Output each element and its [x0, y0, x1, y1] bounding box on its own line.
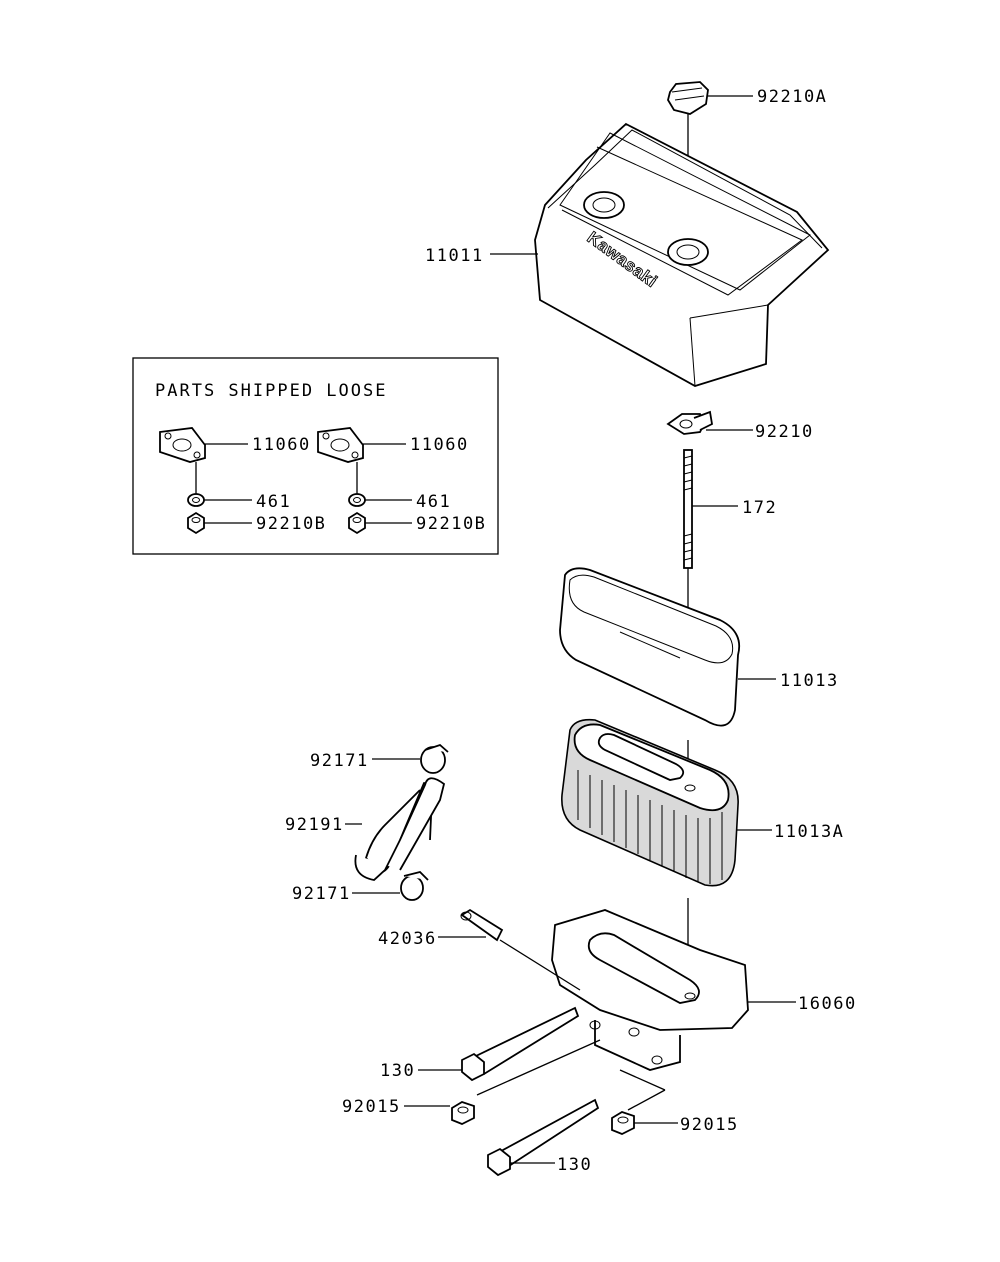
label-92171-top: 92171	[310, 751, 369, 771]
parts-shipped-loose-box: PARTS SHIPPED LOOSE 11060 461 92210B	[132, 357, 499, 555]
box-frame	[132, 357, 499, 555]
stud-172	[683, 449, 693, 569]
breather-pipe-42036	[460, 908, 504, 942]
label-11011: 11011	[425, 246, 484, 266]
label-92210B-right: 92210B	[416, 514, 486, 534]
wing-nut-92210	[666, 410, 713, 435]
washer-left	[187, 493, 205, 507]
label-11013: 11013	[780, 671, 839, 691]
label-461-right: 461	[416, 492, 451, 512]
label-92210A: 92210A	[757, 87, 827, 107]
nut-92015-left	[451, 1101, 475, 1125]
nut-right	[348, 511, 366, 535]
gasket-right	[317, 427, 364, 463]
label-11060-left: 11060	[252, 435, 311, 455]
knob-92210A	[667, 81, 709, 115]
air-cleaner-base-16060	[551, 909, 749, 1071]
pre-cleaner-11013	[559, 567, 741, 727]
label-92171-bottom: 92171	[292, 884, 351, 904]
label-92015-left: 92015	[342, 1097, 401, 1117]
label-11013A: 11013A	[774, 822, 844, 842]
label-92210B-left: 92210B	[256, 514, 326, 534]
label-16060: 16060	[798, 994, 857, 1014]
label-92015-right: 92015	[680, 1115, 739, 1135]
label-172: 172	[742, 498, 777, 518]
label-42036: 42036	[378, 929, 437, 949]
hose-92191	[354, 777, 446, 881]
label-92210: 92210	[755, 422, 814, 442]
label-92191: 92191	[285, 815, 344, 835]
clamp-92171-top	[420, 743, 449, 774]
filter-element-11013A	[561, 718, 739, 887]
box-title: PARTS SHIPPED LOOSE	[155, 381, 387, 401]
label-461-left: 461	[256, 492, 291, 512]
label-130-bottom: 130	[557, 1155, 592, 1175]
bolt-130-bottom	[487, 1098, 600, 1177]
clamp-92171-bottom	[400, 871, 429, 901]
nut-left	[187, 511, 205, 535]
label-130-top: 130	[380, 1061, 415, 1081]
gasket-left	[159, 427, 206, 463]
air-cleaner-cover-11011: Kawasaki	[534, 122, 830, 387]
nut-92015-right	[611, 1111, 635, 1135]
bolt-130-top	[461, 1006, 580, 1082]
washer-right	[348, 493, 366, 507]
label-11060-right: 11060	[410, 435, 469, 455]
